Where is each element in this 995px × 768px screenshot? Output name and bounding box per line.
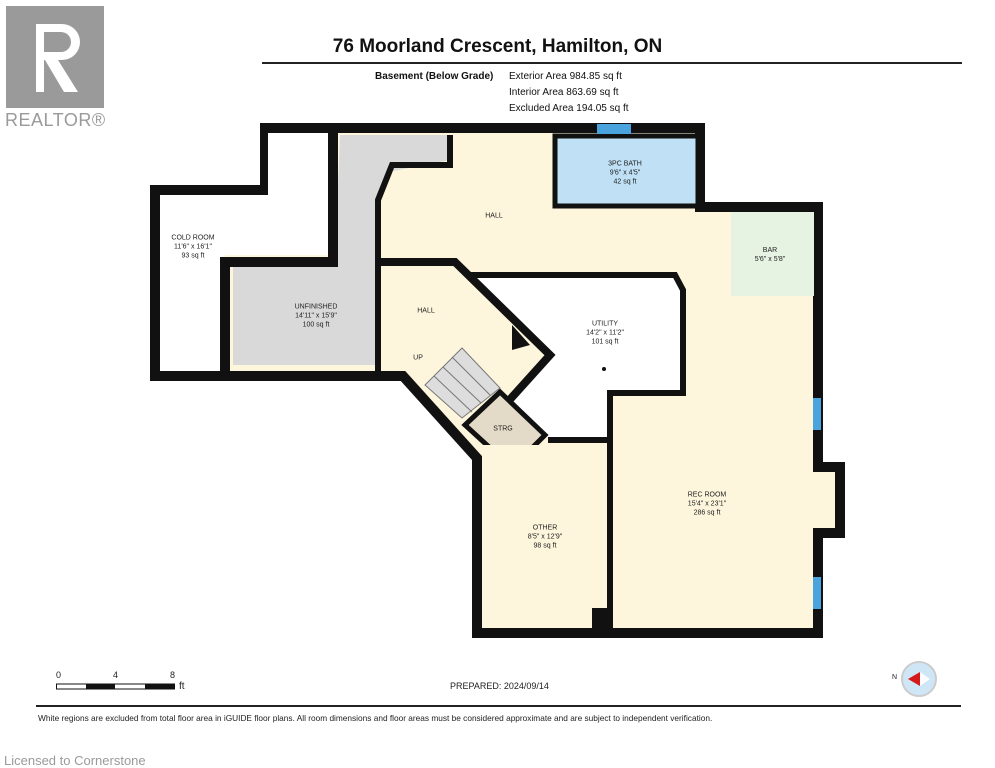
room-name: COLD ROOM: [171, 234, 215, 242]
divider: [36, 705, 961, 707]
bath-room: [552, 133, 701, 209]
room-name: HALL: [417, 307, 435, 315]
room-name: REC ROOM: [687, 491, 727, 499]
prepared-date: PREPARED: 2024/09/14: [450, 681, 549, 691]
exterior-area: Exterior Area 984.85 sq ft: [509, 71, 622, 82]
bath-window: [597, 124, 631, 134]
scale-tick-4: 4: [113, 670, 119, 680]
wall-block: [512, 325, 530, 350]
compass-icon: [901, 661, 937, 697]
room-name: UTILITY: [591, 320, 619, 328]
utility-room: [470, 275, 683, 440]
stairs-up-label: UP: [413, 354, 423, 363]
room-dims: 11'6" x 16'1": [174, 243, 212, 251]
floor-drain: [602, 367, 606, 371]
room-name: UNFINISHED: [294, 303, 338, 311]
room-name: UP: [413, 354, 423, 362]
wall-block: [592, 608, 608, 630]
compass-label: N: [892, 674, 898, 681]
excluded-area: Excluded Area 194.05 sq ft: [509, 103, 629, 114]
room-dims: 8'5" x 12'9": [527, 533, 563, 541]
room-name: STRG: [493, 425, 513, 433]
room-area: 93 sq ft: [181, 252, 205, 260]
scale-tick-8: 8: [170, 670, 176, 680]
rec-window: [813, 398, 821, 430]
wall: [220, 128, 338, 372]
room-bar: BAR 5'6" x 5'8": [755, 246, 786, 264]
room-area: 286 sq ft: [693, 509, 721, 517]
room-dims: 14'2" x 11'2": [586, 329, 624, 337]
wall: [375, 135, 453, 372]
stairs: [424, 347, 501, 419]
room-name: HALL: [485, 212, 503, 220]
room-dims: 14'11" x 15'9": [295, 312, 337, 320]
room-name: 3PC BATH: [608, 160, 642, 168]
room-name: BAR: [762, 247, 778, 254]
floor-name: Basement (Below Grade): [375, 71, 494, 82]
room-area: 100 sq ft: [302, 321, 330, 329]
room-hall-upper: HALL: [485, 212, 503, 221]
room-area: 98 sq ft: [533, 542, 557, 550]
page-title: 76 Moorland Crescent, Hamilton, ON: [332, 36, 663, 57]
license-watermark: Licensed to Cornerstone: [4, 753, 146, 768]
room-dims: 5'6" x 5'8": [754, 256, 786, 263]
room-storage: STRG: [493, 425, 512, 434]
room-hall-lower: HALL: [417, 307, 435, 316]
room-area: 101 sq ft: [591, 338, 619, 346]
bar-area: [731, 212, 814, 296]
unfinished-room: [233, 135, 450, 365]
divider: [262, 62, 962, 64]
realtor-logo-text: REALTOR®: [5, 110, 106, 130]
room-name: OTHER: [532, 524, 558, 532]
other-room: [482, 445, 607, 628]
cold-room: [160, 133, 328, 371]
realtor-logo: [6, 6, 104, 112]
scale-tick-0: 0: [56, 670, 62, 680]
rec-window: [813, 577, 821, 609]
interior-area: Interior Area 863.69 sq ft: [509, 87, 619, 98]
room-area: 42 sq ft: [613, 178, 637, 186]
scale-bar: [56, 683, 175, 690]
scale-unit: ft: [179, 681, 185, 692]
room-dims: 15'4" x 23'1": [687, 500, 727, 508]
room-dims: 9'6" x 4'5": [609, 169, 641, 177]
wall: [378, 258, 556, 408]
disclaimer: White regions are excluded from total fl…: [38, 713, 713, 723]
wall: [470, 272, 686, 635]
